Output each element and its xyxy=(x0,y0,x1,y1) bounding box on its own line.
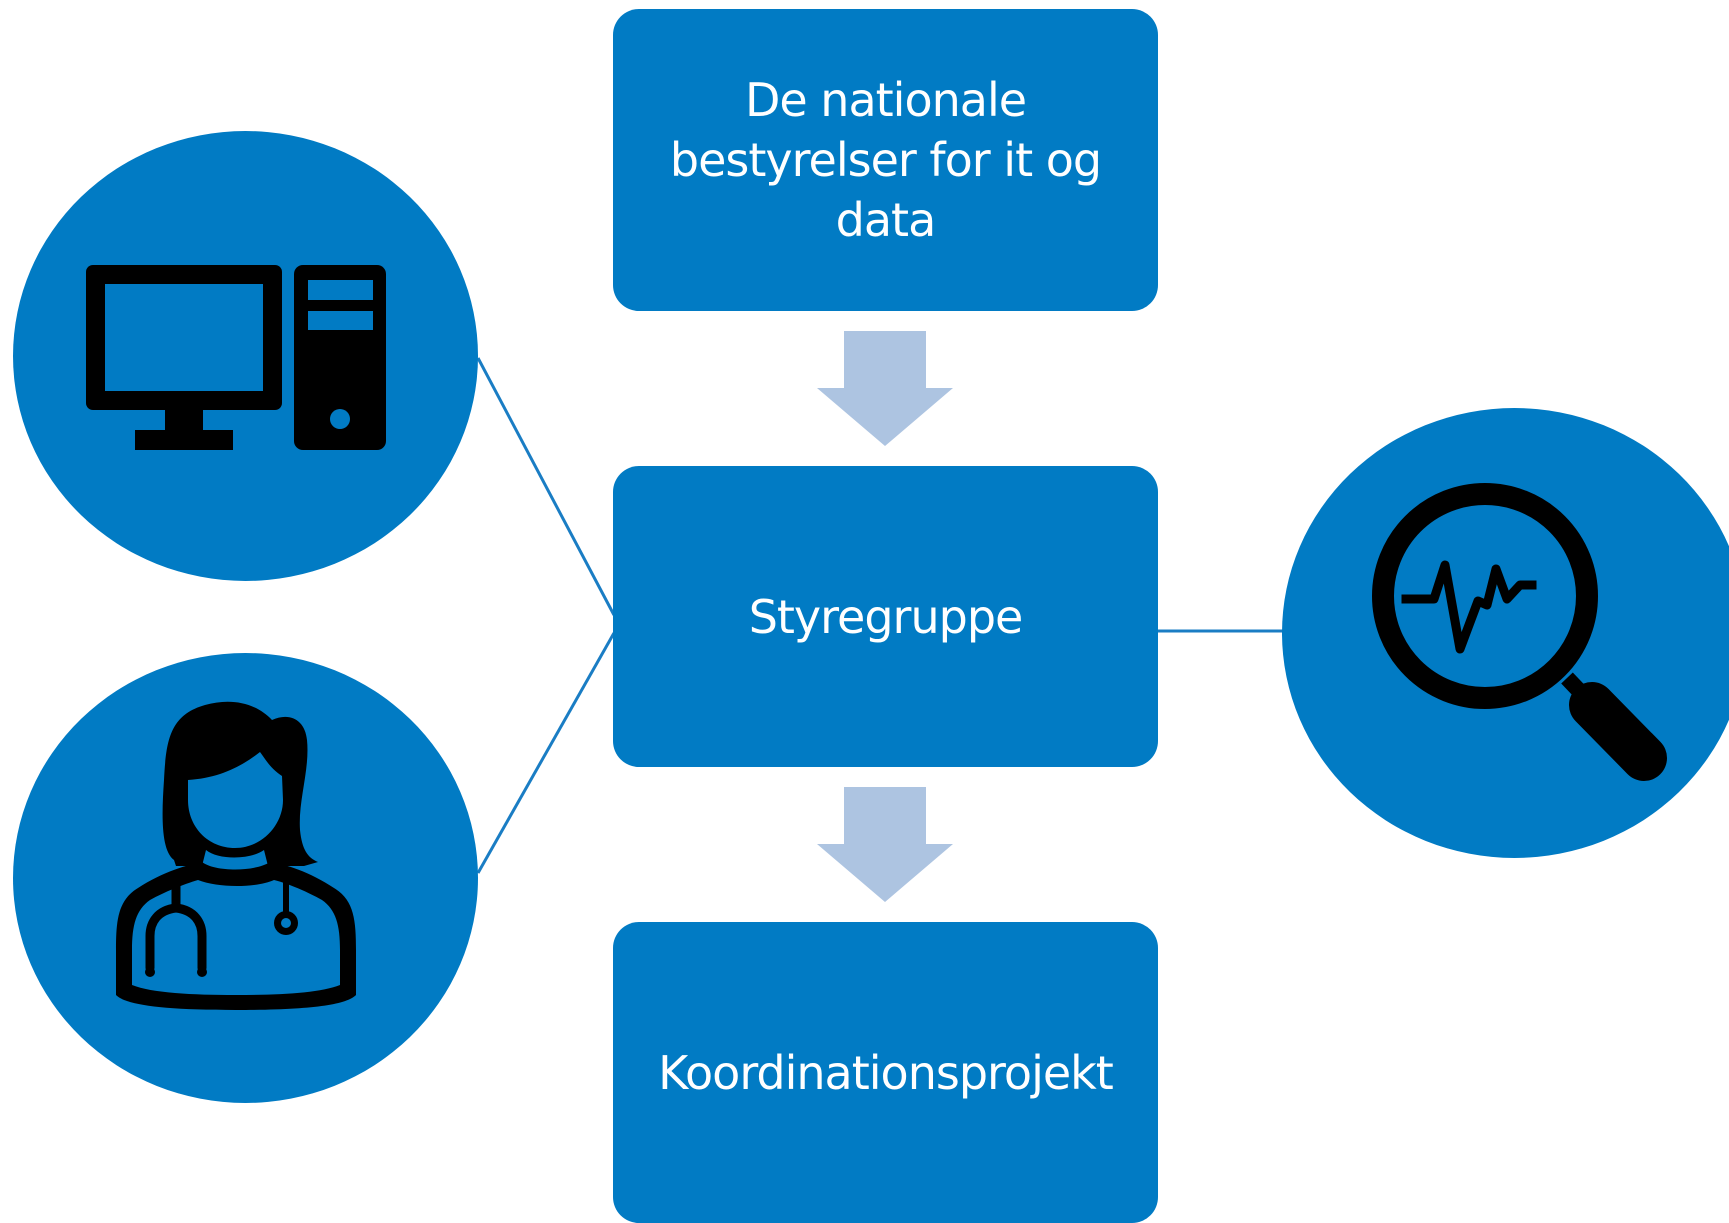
connector-doctor-to-steering xyxy=(476,632,616,874)
circle-analysis xyxy=(1282,408,1729,858)
box-national-boards: De nationale bestyrelser for it og data xyxy=(613,9,1158,311)
desktop-computer-icon xyxy=(86,265,386,450)
connector-computer-to-steering xyxy=(476,357,616,616)
doctor-stethoscope-icon xyxy=(116,701,356,1010)
box-steering-group-label: Styregruppe xyxy=(748,589,1024,644)
arrow-down-bottom xyxy=(817,787,953,902)
box-national-boards-label: De nationale bestyrelser for it og data xyxy=(669,73,1102,247)
magnifier-pulse-icon xyxy=(1372,483,1667,781)
arrow-down-top xyxy=(817,331,953,446)
box-coordination-project-label: Koordinationsprojekt xyxy=(658,1045,1114,1100)
box-steering-group: Styregruppe xyxy=(613,466,1158,767)
box-coordination-project: Koordinationsprojekt xyxy=(613,922,1158,1223)
